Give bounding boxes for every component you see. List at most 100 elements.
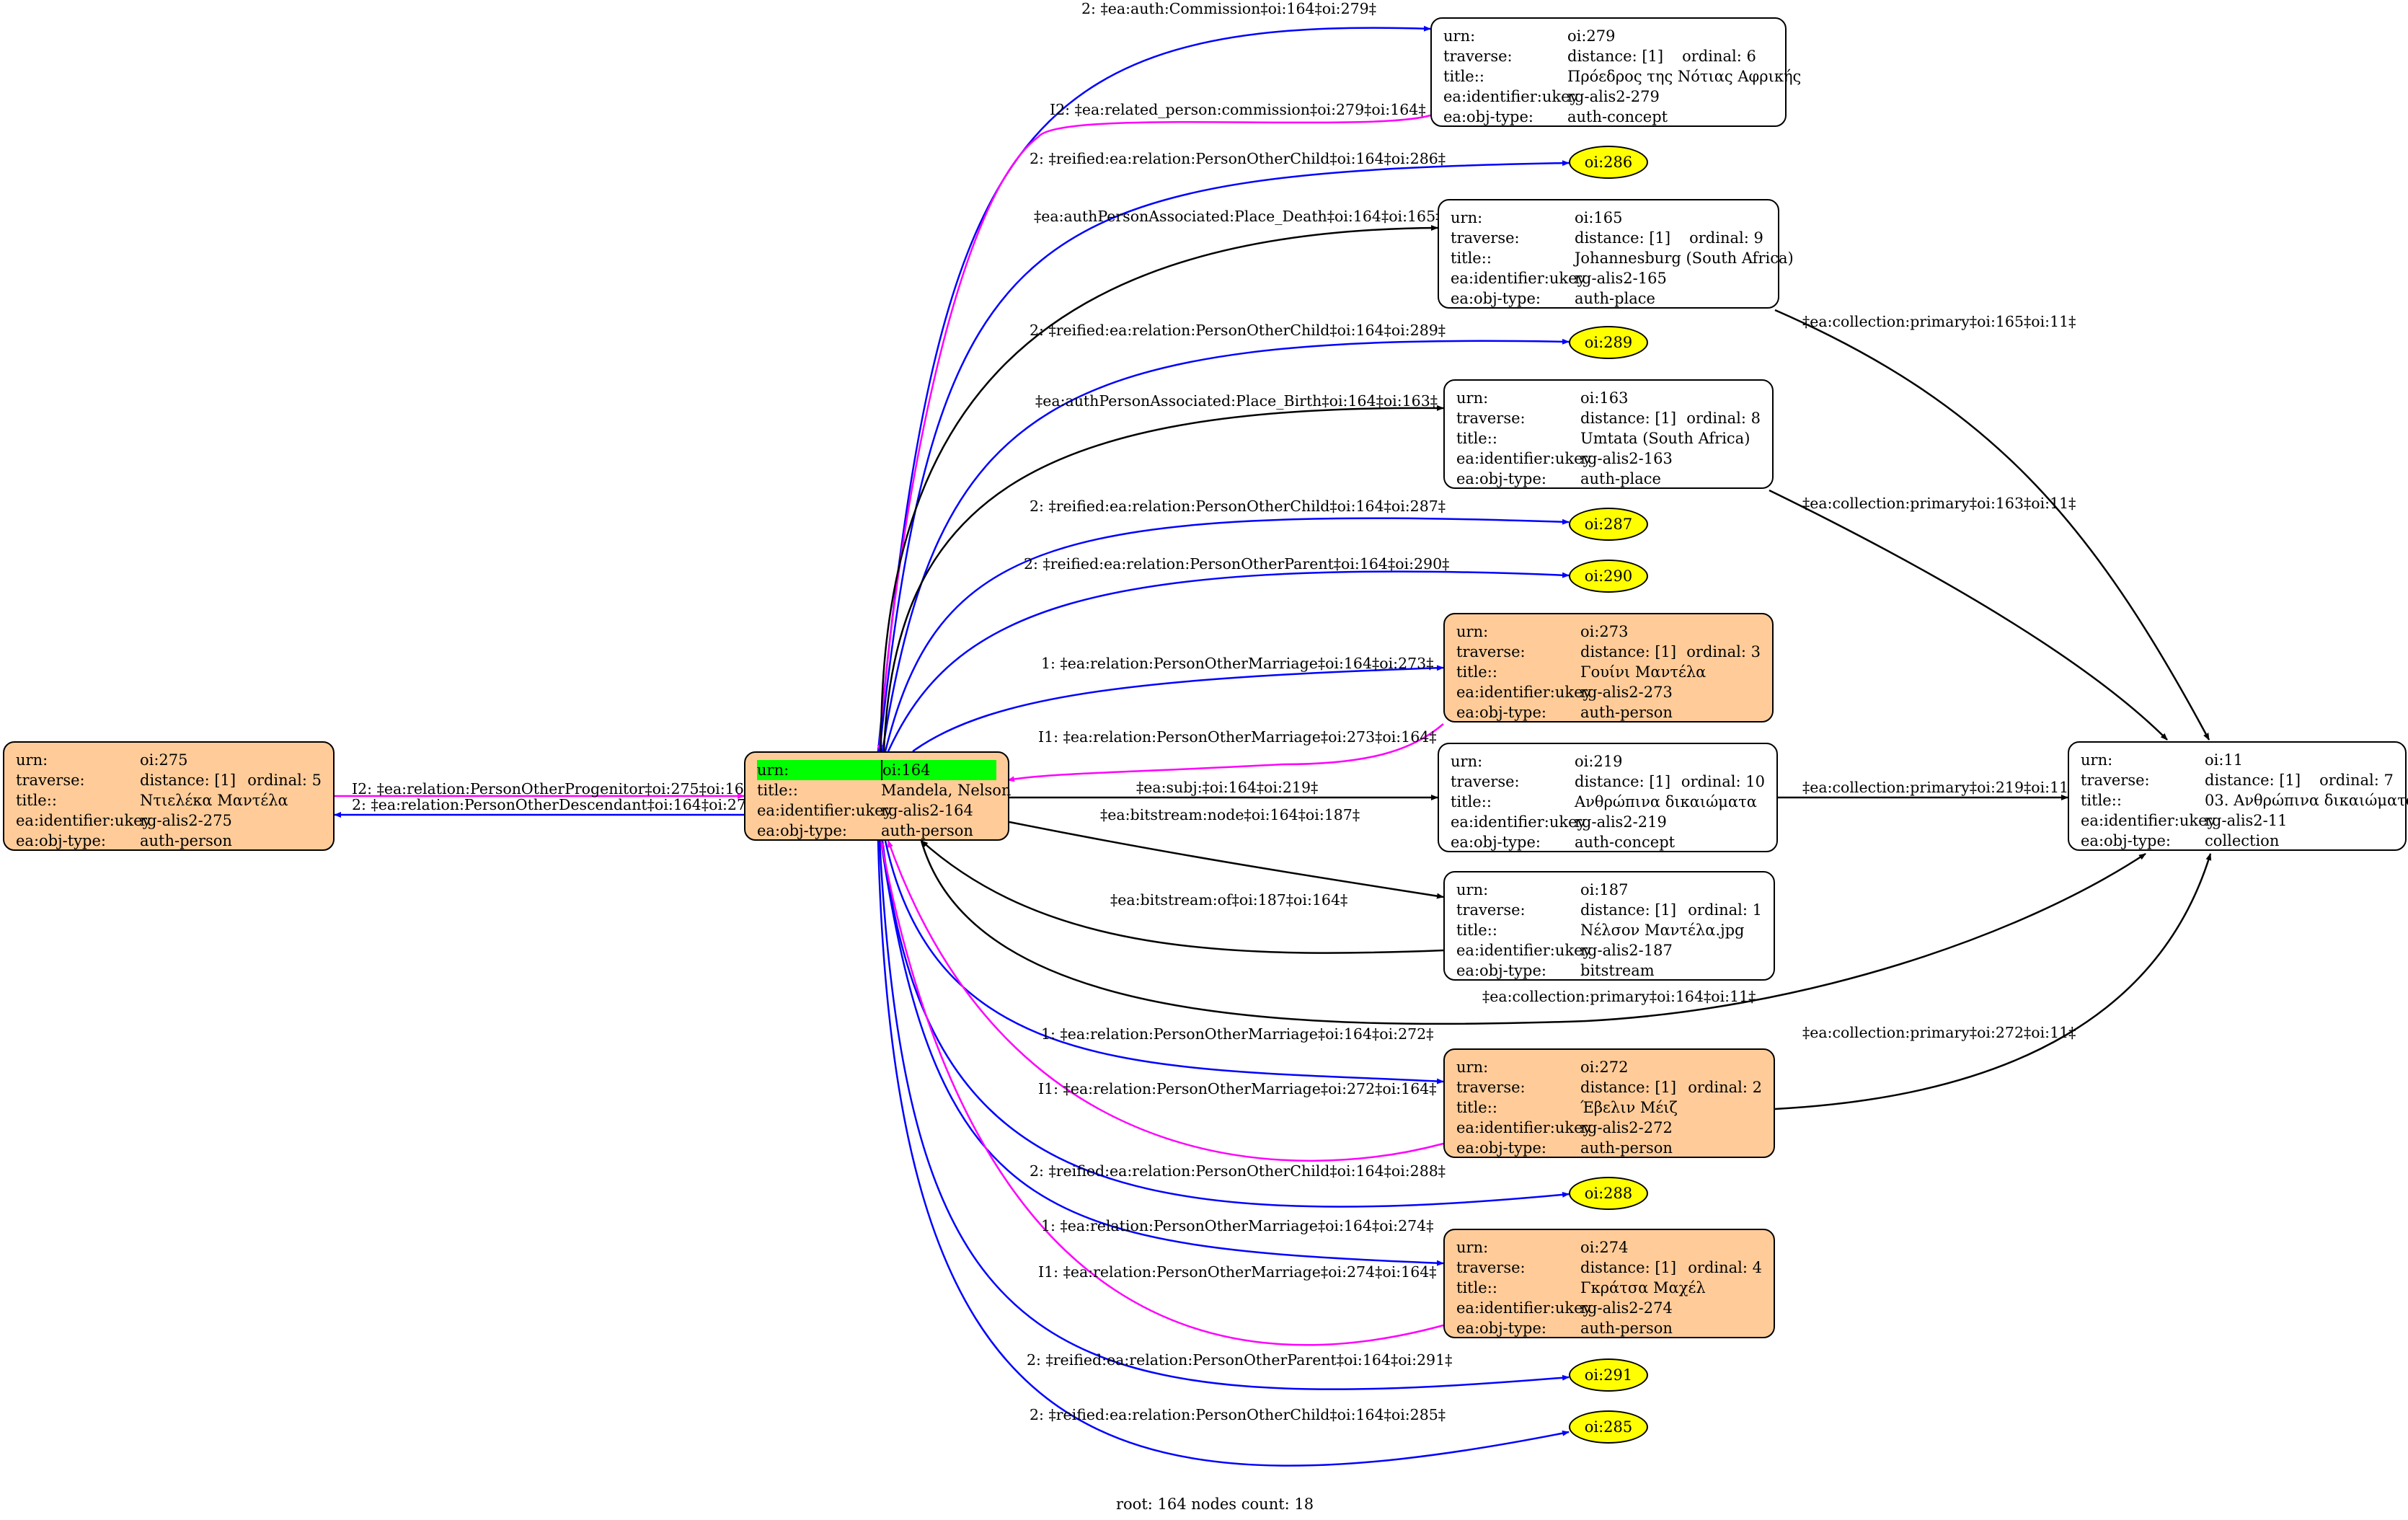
node-urn: oi:11 [2205, 751, 2244, 769]
edge-label-coll219: ‡ea:collection:primary‡oi:219‡oi:11‡ [1802, 779, 2076, 796]
node-ukey: rg-alis2-165 [1575, 270, 1667, 287]
node-urn: oi:275 [140, 751, 188, 769]
node-title: Umtata (South Africa) [1580, 430, 1750, 447]
node-urn: oi:187 [1580, 881, 1629, 898]
edge-label-subj: ‡ea:subj:‡oi:164‡oi:219‡ [1136, 779, 1319, 796]
edge-label-marriage272-inv: I1: ‡ea:relation:PersonOtherMarriage‡oi:… [1038, 1080, 1437, 1097]
node-ordinal: ordinal: 6 [1682, 48, 1756, 65]
edge-label-coll163: ‡ea:collection:primary‡oi:163‡oi:11‡ [1802, 495, 2076, 512]
node-ordinal: ordinal: 3 [1686, 643, 1761, 660]
edge-label-related-person: I2: ‡ea:related_person:commission‡oi:279… [1050, 101, 1426, 118]
node-urn: oi:164 [882, 760, 996, 780]
node-distance: distance: [1] [1580, 901, 1677, 919]
node-distance: distance: [1] [1575, 773, 1671, 790]
node-ukey: rg-alis2-219 [1575, 813, 1667, 831]
edge-coll164 [920, 840, 2146, 1025]
edge-label-descendant: 2: ‡ea:relation:PersonOtherDescendant‡oi… [352, 796, 763, 813]
node-oi272[interactable]: urn:oi:272 traverse:distance: [1]ordinal… [1443, 1048, 1775, 1158]
node-oi165[interactable]: urn:oi:165 traverse:distance: [1]ordinal… [1438, 199, 1794, 309]
edge-place-birth [882, 405, 1444, 752]
node-oi273[interactable]: urn:oi:273 traverse:distance: [1]ordinal… [1443, 613, 1774, 723]
edge-label-child288: 2: ‡reified:ea:relation:PersonOtherChild… [1030, 1162, 1446, 1180]
edge-parent290 [887, 570, 1570, 752]
node-distance: distance: [1] [1580, 1079, 1677, 1096]
node-oi286[interactable]: oi:286 [1569, 146, 1648, 179]
node-oi274[interactable]: urn:oi:274 traverse:distance: [1]ordinal… [1443, 1229, 1775, 1338]
edge-coll165 [1774, 309, 2210, 741]
edge-marriage272 [884, 840, 1444, 1084]
node-oi288[interactable]: oi:288 [1569, 1177, 1648, 1210]
node-distance: distance: [1] [1580, 410, 1677, 427]
edge-label-child289: 2: ‡reified:ea:relation:PersonOtherChild… [1030, 322, 1446, 339]
edge-label-marriage274-inv: I1: ‡ea:relation:PersonOtherMarriage‡oi:… [1038, 1263, 1437, 1281]
node-ordinal: ordinal: 9 [1689, 229, 1763, 247]
node-distance: distance: [1] [1567, 48, 1664, 65]
edge-bitstream-of [921, 840, 1444, 954]
node-oi187[interactable]: urn:oi:187 traverse:distance: [1]ordinal… [1443, 871, 1775, 981]
node-urn: oi:274 [1580, 1239, 1629, 1256]
edge-marriage273 [912, 665, 1444, 753]
node-ukey: rg-alis2-274 [1580, 1299, 1673, 1317]
edge-label-bitstream-node: ‡ea:bitstream:node‡oi:164‡oi:187‡ [1100, 806, 1360, 823]
node-objtype: auth-place [1580, 470, 1661, 487]
edge-child288 [881, 840, 1570, 1208]
node-ukey: rg-alis2-279 [1567, 88, 1660, 105]
graph-footer: root: 164 nodes count: 18 [1116, 1495, 1314, 1513]
node-oi163[interactable]: urn:oi:163 traverse:distance: [1]ordinal… [1443, 379, 1774, 489]
node-title: Johannesburg (South Africa) [1575, 249, 1794, 267]
node-distance: distance: [1] [1575, 229, 1671, 247]
node-urn: oi:273 [1580, 623, 1629, 640]
edge-label-marriage274: 1: ‡ea:relation:PersonOtherMarriage‡oi:1… [1041, 1217, 1434, 1234]
edge-coll272 [1774, 853, 2212, 1110]
node-ukey: rg-alis2-163 [1580, 450, 1673, 467]
node-objtype: bitstream [1580, 962, 1655, 979]
node-oi287[interactable]: oi:287 [1569, 508, 1648, 541]
node-oi290[interactable]: oi:290 [1569, 560, 1648, 593]
edge-child289 [881, 338, 1570, 752]
edge-label-child286: 2: ‡reified:ea:relation:PersonOtherChild… [1030, 150, 1446, 167]
node-ordinal: ordinal: 10 [1681, 773, 1765, 790]
node-title: 03. Ανθρώπινα δικαιώματα [2205, 792, 2408, 809]
edge-child287 [884, 517, 1570, 752]
node-oi275[interactable]: urn:oi:275 traverse:distance: [1]ordinal… [3, 741, 335, 851]
node-oi285[interactable]: oi:285 [1569, 1410, 1648, 1444]
node-title: Ανθρώπινα δικαιώματα [1575, 793, 1757, 810]
node-objtype: auth-person [881, 822, 973, 839]
edge-parent291 [878, 840, 1570, 1390]
node-objtype: auth-place [1575, 290, 1655, 307]
edge-label-coll165: ‡ea:collection:primary‡oi:165‡oi:11‡ [1802, 313, 2076, 330]
node-row-urn: urn:oi:164 [757, 760, 996, 780]
node-objtype: auth-person [1580, 1139, 1673, 1157]
node-ukey: rg-alis2-273 [1580, 684, 1673, 701]
edge-label-coll164: ‡ea:collection:primary‡oi:164‡oi:11‡ [1482, 988, 1756, 1005]
edge-label-child287: 2: ‡reified:ea:relation:PersonOtherChild… [1030, 498, 1446, 515]
edge-place-death [880, 225, 1438, 752]
edge-related-person [877, 114, 1431, 752]
node-title: Πρόεδρος της Νότιας Αφρικής [1567, 68, 1802, 85]
node-oi164[interactable]: urn:oi:164 title::Mandela, Nelson ea:ide… [744, 751, 1011, 841]
edge-label-marriage273-inv: I1: ‡ea:relation:PersonOtherMarriage‡oi:… [1038, 728, 1437, 746]
edge-marriage273-inv [1007, 723, 1444, 782]
node-distance: distance: [1] [140, 772, 236, 789]
node-ordinal: ordinal: 5 [247, 772, 322, 789]
node-oi291[interactable]: oi:291 [1569, 1358, 1648, 1392]
node-title: Γκράτσα Μαχέλ [1580, 1279, 1706, 1296]
node-ukey: rg-alis2-275 [140, 812, 232, 829]
node-oi11[interactable]: urn:oi:11 traverse:distance: [1]ordinal:… [2068, 741, 2408, 851]
node-title: Γουίνι Μαντέλα [1580, 663, 1707, 681]
node-distance: distance: [1] [1580, 1259, 1677, 1276]
node-ordinal: ordinal: 8 [1686, 410, 1761, 427]
edge-label-commission: 2: ‡ea:auth:Commission‡oi:164‡oi:279‡ [1081, 0, 1376, 17]
edge-label-parent291: 2: ‡reified:ea:relation:PersonOtherParen… [1027, 1351, 1453, 1369]
node-oi219[interactable]: urn:oi:219 traverse:distance: [1]ordinal… [1438, 743, 1778, 852]
node-objtype: auth-person [1580, 1320, 1673, 1337]
node-ukey: rg-alis2-11 [2205, 812, 2288, 829]
node-title: Νέλσον Μαντέλα.jpg [1580, 922, 1745, 939]
node-oi279[interactable]: urn:oi:279 traverse:distance: [1]ordinal… [1430, 17, 1801, 127]
node-title: Ντιελέκα Μαντέλα [140, 792, 288, 809]
edge-label-bitstream-of: ‡ea:bitstream:of‡oi:187‡oi:164‡ [1110, 891, 1348, 909]
node-oi289[interactable]: oi:289 [1569, 326, 1648, 359]
node-ukey: rg-alis2-164 [881, 802, 973, 819]
node-objtype: auth-concept [1575, 834, 1676, 851]
